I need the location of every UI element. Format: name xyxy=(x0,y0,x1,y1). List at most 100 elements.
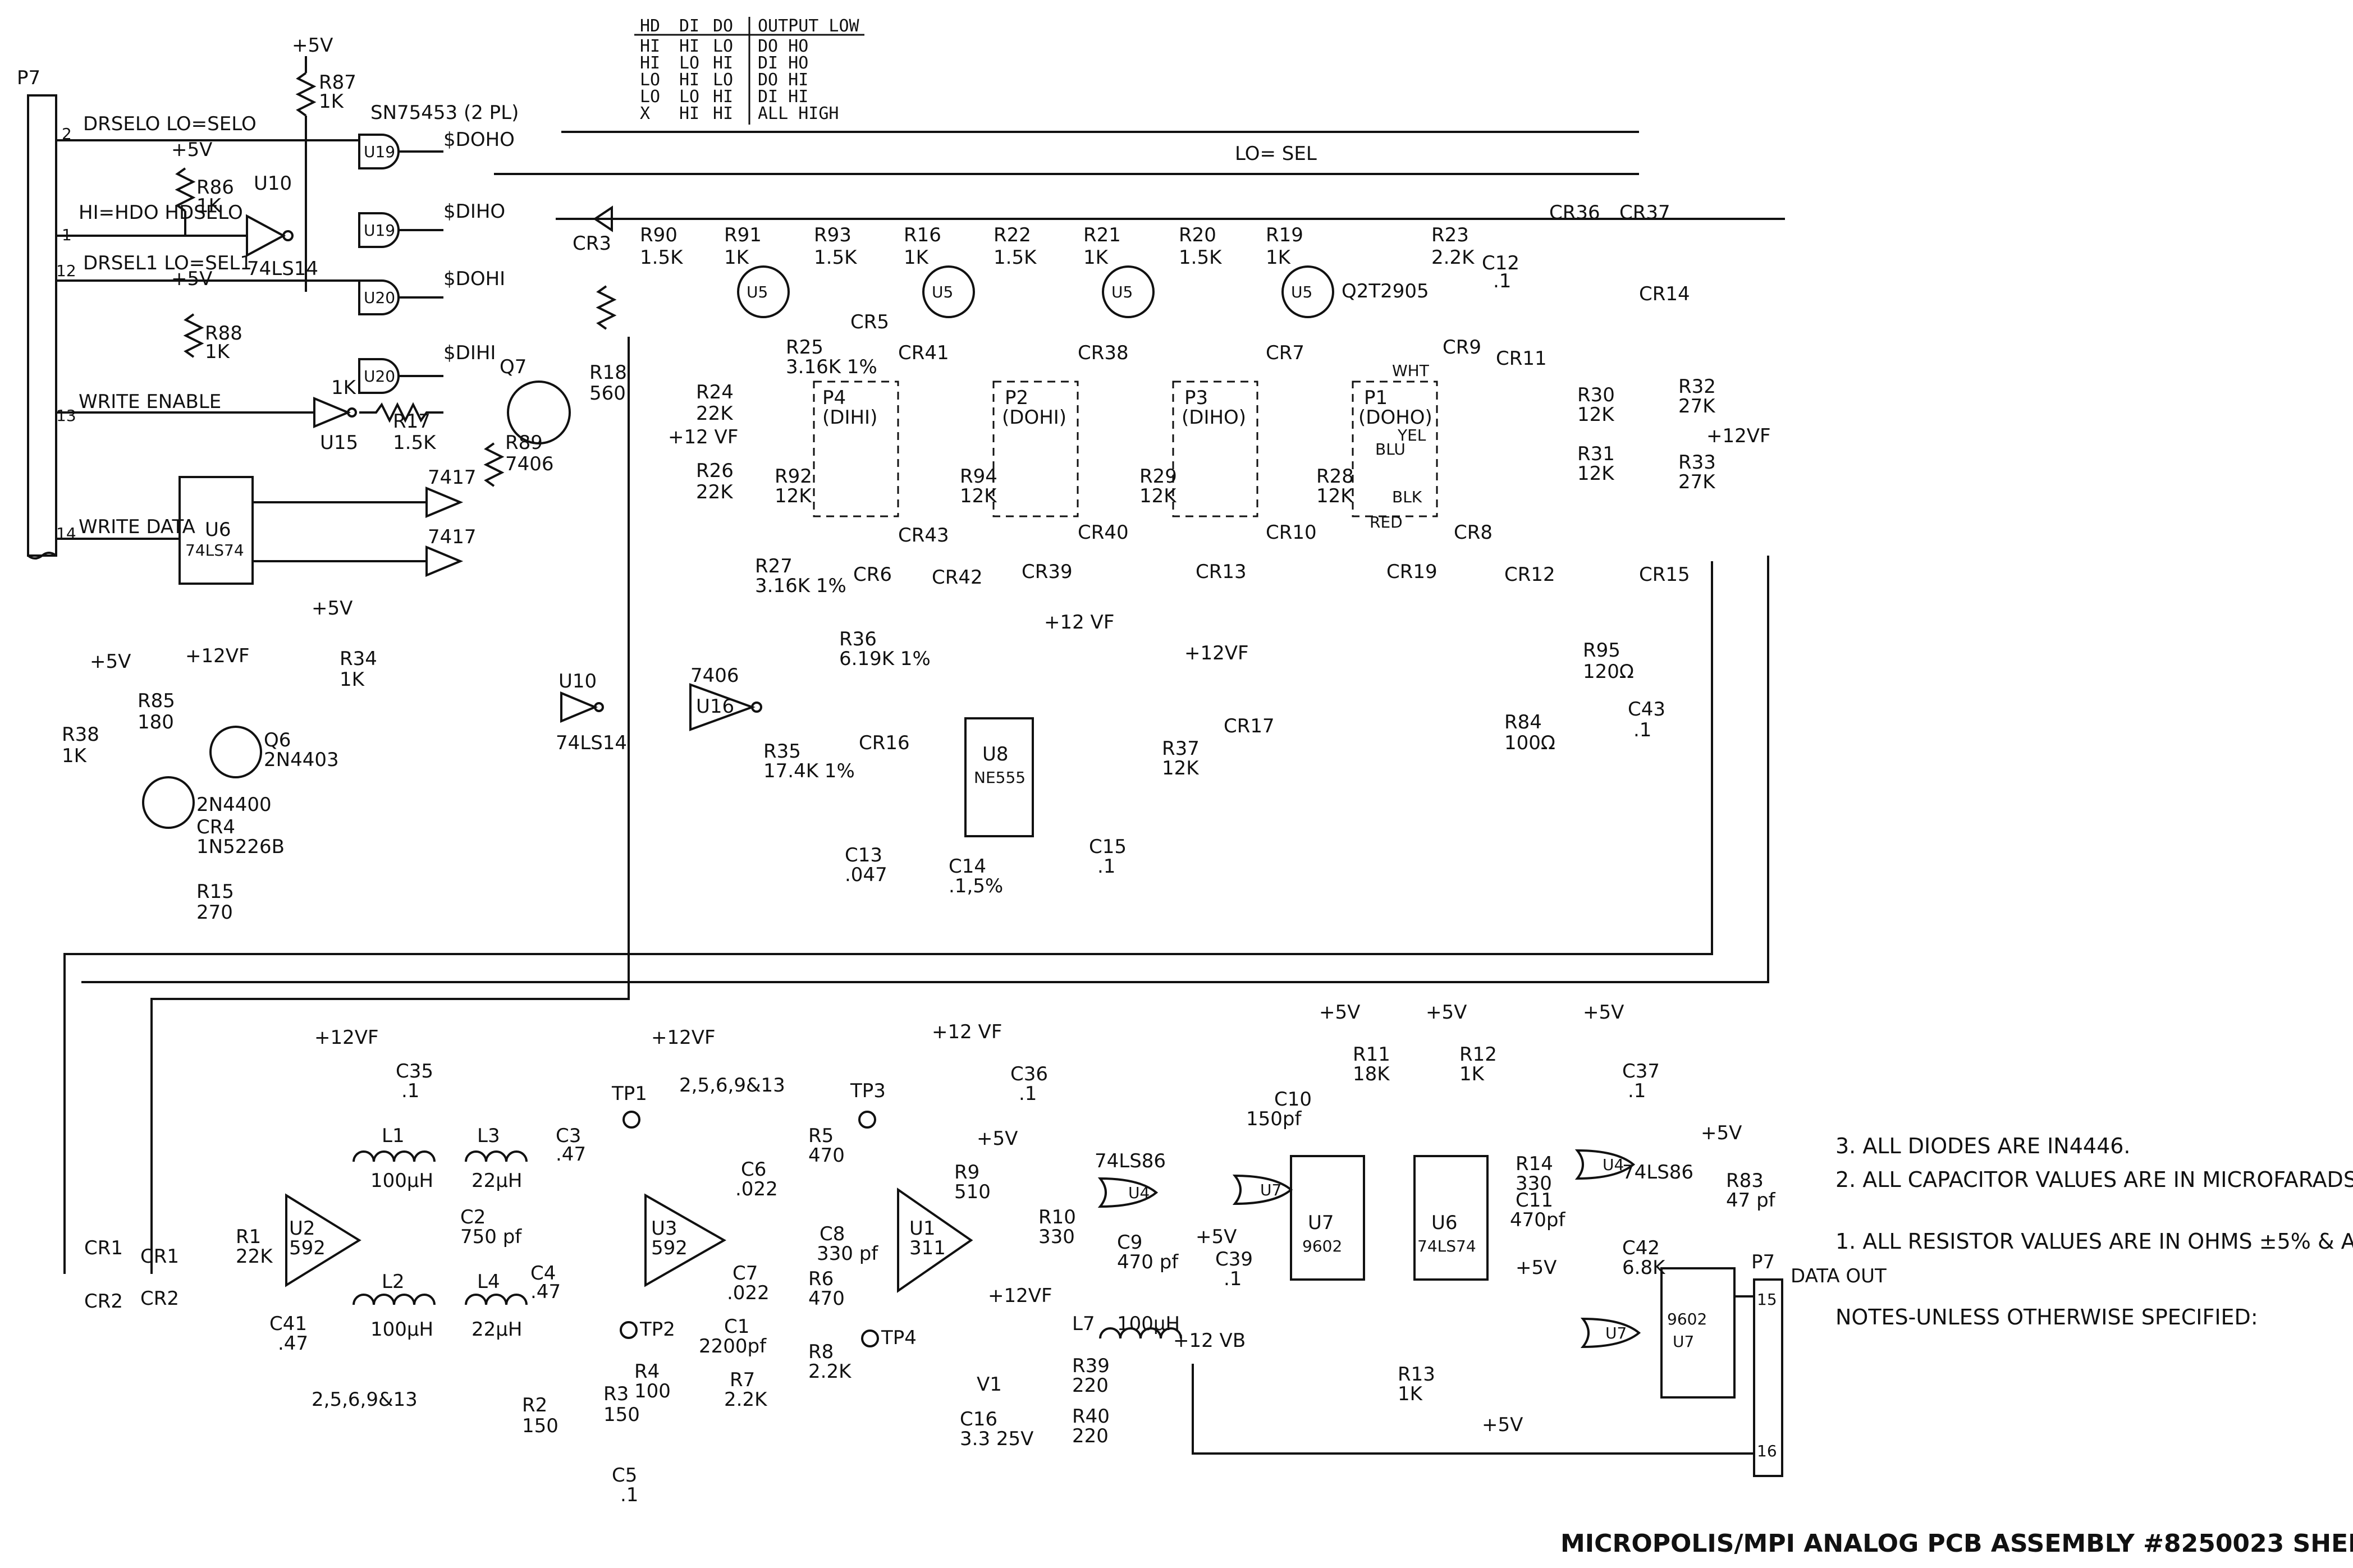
u8-part: NE555 xyxy=(974,768,1026,787)
r87-ref: R87 xyxy=(319,71,356,94)
c1-value: 2200pf xyxy=(699,1335,767,1358)
r39-value: 220 xyxy=(1072,1374,1109,1397)
label-lo-sel: LO= SEL xyxy=(1235,143,1317,165)
r95-value: 120Ω xyxy=(1583,661,1634,683)
p7-signal-hdselo: HI=HDO HDSELO xyxy=(79,201,243,224)
r86-value: 1K xyxy=(196,195,222,217)
c8-ref: C8 xyxy=(820,1223,845,1245)
p7-out-label: DATA OUT xyxy=(1791,1265,1887,1287)
tt-cell-r3-c3: DI HI xyxy=(758,87,808,107)
q5-part: 2N4400 xyxy=(196,794,272,816)
diode-cr43: CR43 xyxy=(898,524,949,547)
r21-ref: R21 xyxy=(1083,224,1121,246)
tt-cell-r0-c2: LO xyxy=(713,36,733,56)
r9-value: 510 xyxy=(954,1181,991,1203)
u4-b-ref: U4 xyxy=(1603,1156,1624,1174)
p7-out-pin-15: 15 xyxy=(1757,1290,1777,1309)
r10-ref: R10 xyxy=(1038,1206,1076,1228)
r32-ref: R32 xyxy=(1678,375,1716,398)
q6-part: 2N4403 xyxy=(264,749,339,771)
diode-cr11: CR11 xyxy=(1496,347,1547,370)
l3-ref: L3 xyxy=(477,1125,500,1147)
supply-r9: +5V xyxy=(977,1127,1018,1150)
u2-ref: U2 xyxy=(289,1217,315,1240)
supply-l7: +12VF xyxy=(988,1285,1052,1307)
supply-vf: +12 VF xyxy=(668,426,738,448)
c35-value: .1 xyxy=(401,1080,419,1102)
c9-value: 470 pf xyxy=(1117,1251,1179,1273)
supply-u1: +12 VF xyxy=(932,1021,1002,1043)
cr4-value: 1N5226B xyxy=(196,836,285,858)
r83-ref: R83 xyxy=(1726,1170,1764,1192)
u8-ref: U8 xyxy=(982,743,1009,765)
tt-cell-r0-c0: HI xyxy=(640,36,660,56)
u19-part: SN75453 (2 PL) xyxy=(370,102,519,124)
u3-pins: 2,5,6,9&13 xyxy=(679,1074,785,1097)
u7-d-part: 9602 xyxy=(1667,1310,1707,1328)
r14-ref: R14 xyxy=(1516,1153,1553,1175)
c5-ref: C5 xyxy=(612,1464,637,1487)
r34-value: 1K xyxy=(340,668,365,691)
c36-ref: C36 xyxy=(1010,1063,1048,1085)
r90-ref: R90 xyxy=(640,224,677,246)
supply-c39: +5V xyxy=(1196,1226,1237,1248)
r33-value: 27K xyxy=(1678,471,1716,493)
u3-part: 592 xyxy=(651,1237,688,1259)
c14-ref: C14 xyxy=(949,855,986,878)
u10-b-ref: U10 xyxy=(559,670,597,693)
r26-value: 22K xyxy=(696,481,734,503)
u6-ref: U6 xyxy=(205,519,231,541)
tt-cell-r1-c0: HI xyxy=(640,53,660,73)
c15-value: .1 xyxy=(1097,855,1115,878)
r90-value: 1.5K xyxy=(640,246,684,269)
p7-pin-13: 13 xyxy=(56,406,76,425)
r1-value: 22K xyxy=(236,1245,273,1268)
diode-cr5: CR5 xyxy=(850,311,889,333)
diode-cr15: CR15 xyxy=(1639,563,1690,586)
r29-ref: R29 xyxy=(1139,465,1177,488)
r15-ref: R15 xyxy=(196,881,234,903)
c39-ref: C39 xyxy=(1215,1248,1253,1271)
r27-value: 3.16K 1% xyxy=(755,575,846,597)
c3-value: .47 xyxy=(556,1143,586,1166)
c2-ref: C2 xyxy=(460,1206,486,1228)
r16-value: 1K xyxy=(904,246,930,269)
r14-value: 330 xyxy=(1516,1172,1552,1195)
r94-ref: R94 xyxy=(960,465,997,488)
r6-ref: R6 xyxy=(808,1268,834,1290)
r1-ref: R1 xyxy=(236,1226,261,1248)
c7-value: .022 xyxy=(727,1282,770,1304)
u1-ref: U1 xyxy=(909,1217,936,1240)
c13-value: .047 xyxy=(845,864,887,886)
c42-value: 6.8K xyxy=(1622,1257,1666,1279)
r11-value: 18K xyxy=(1353,1063,1390,1085)
supply-r13: +5V xyxy=(1482,1414,1523,1436)
c4-ref: C4 xyxy=(530,1262,556,1285)
r94-value: 12K xyxy=(960,485,997,507)
note-1: 1. ALL RESISTOR VALUES ARE IN OHMS ±5% &… xyxy=(1835,1229,2353,1254)
tt-cell-r3-c0: LO xyxy=(640,87,660,107)
l1-ref: L1 xyxy=(382,1125,405,1147)
u7-b-ref: U7 xyxy=(1308,1212,1334,1234)
read-channel: CR1 CR2 R1 22K U2 592 C41 .47 +12VF 2,5,… xyxy=(63,337,1887,1506)
tt-cell-r3-c2: HI xyxy=(713,87,733,107)
supply-u8: +12 VF xyxy=(1044,611,1114,634)
diode-cr37: CR37 xyxy=(1619,201,1670,224)
r32-value: 27K xyxy=(1678,395,1716,418)
c35-ref: C35 xyxy=(396,1060,433,1083)
u2-pins: 2,5,6,9&13 xyxy=(312,1388,418,1411)
diode-cr1: CR1 xyxy=(84,1237,123,1259)
r91-value: 1K xyxy=(724,246,750,269)
r20-ref: R20 xyxy=(1179,224,1216,246)
tt-cell-r0-c1: HI xyxy=(679,36,699,56)
c43-value: .1 xyxy=(1633,719,1651,741)
r13-value: 1K xyxy=(1398,1383,1423,1405)
r9-ref: R9 xyxy=(954,1161,979,1184)
tt-cell-r4-c1: HI xyxy=(679,104,699,123)
r29-value: 12K xyxy=(1139,485,1177,507)
r12-ref: R12 xyxy=(1459,1043,1497,1066)
c5-value: .1 xyxy=(620,1484,638,1506)
r26-ref: R26 xyxy=(696,460,734,482)
r37-ref: R37 xyxy=(1162,737,1200,760)
